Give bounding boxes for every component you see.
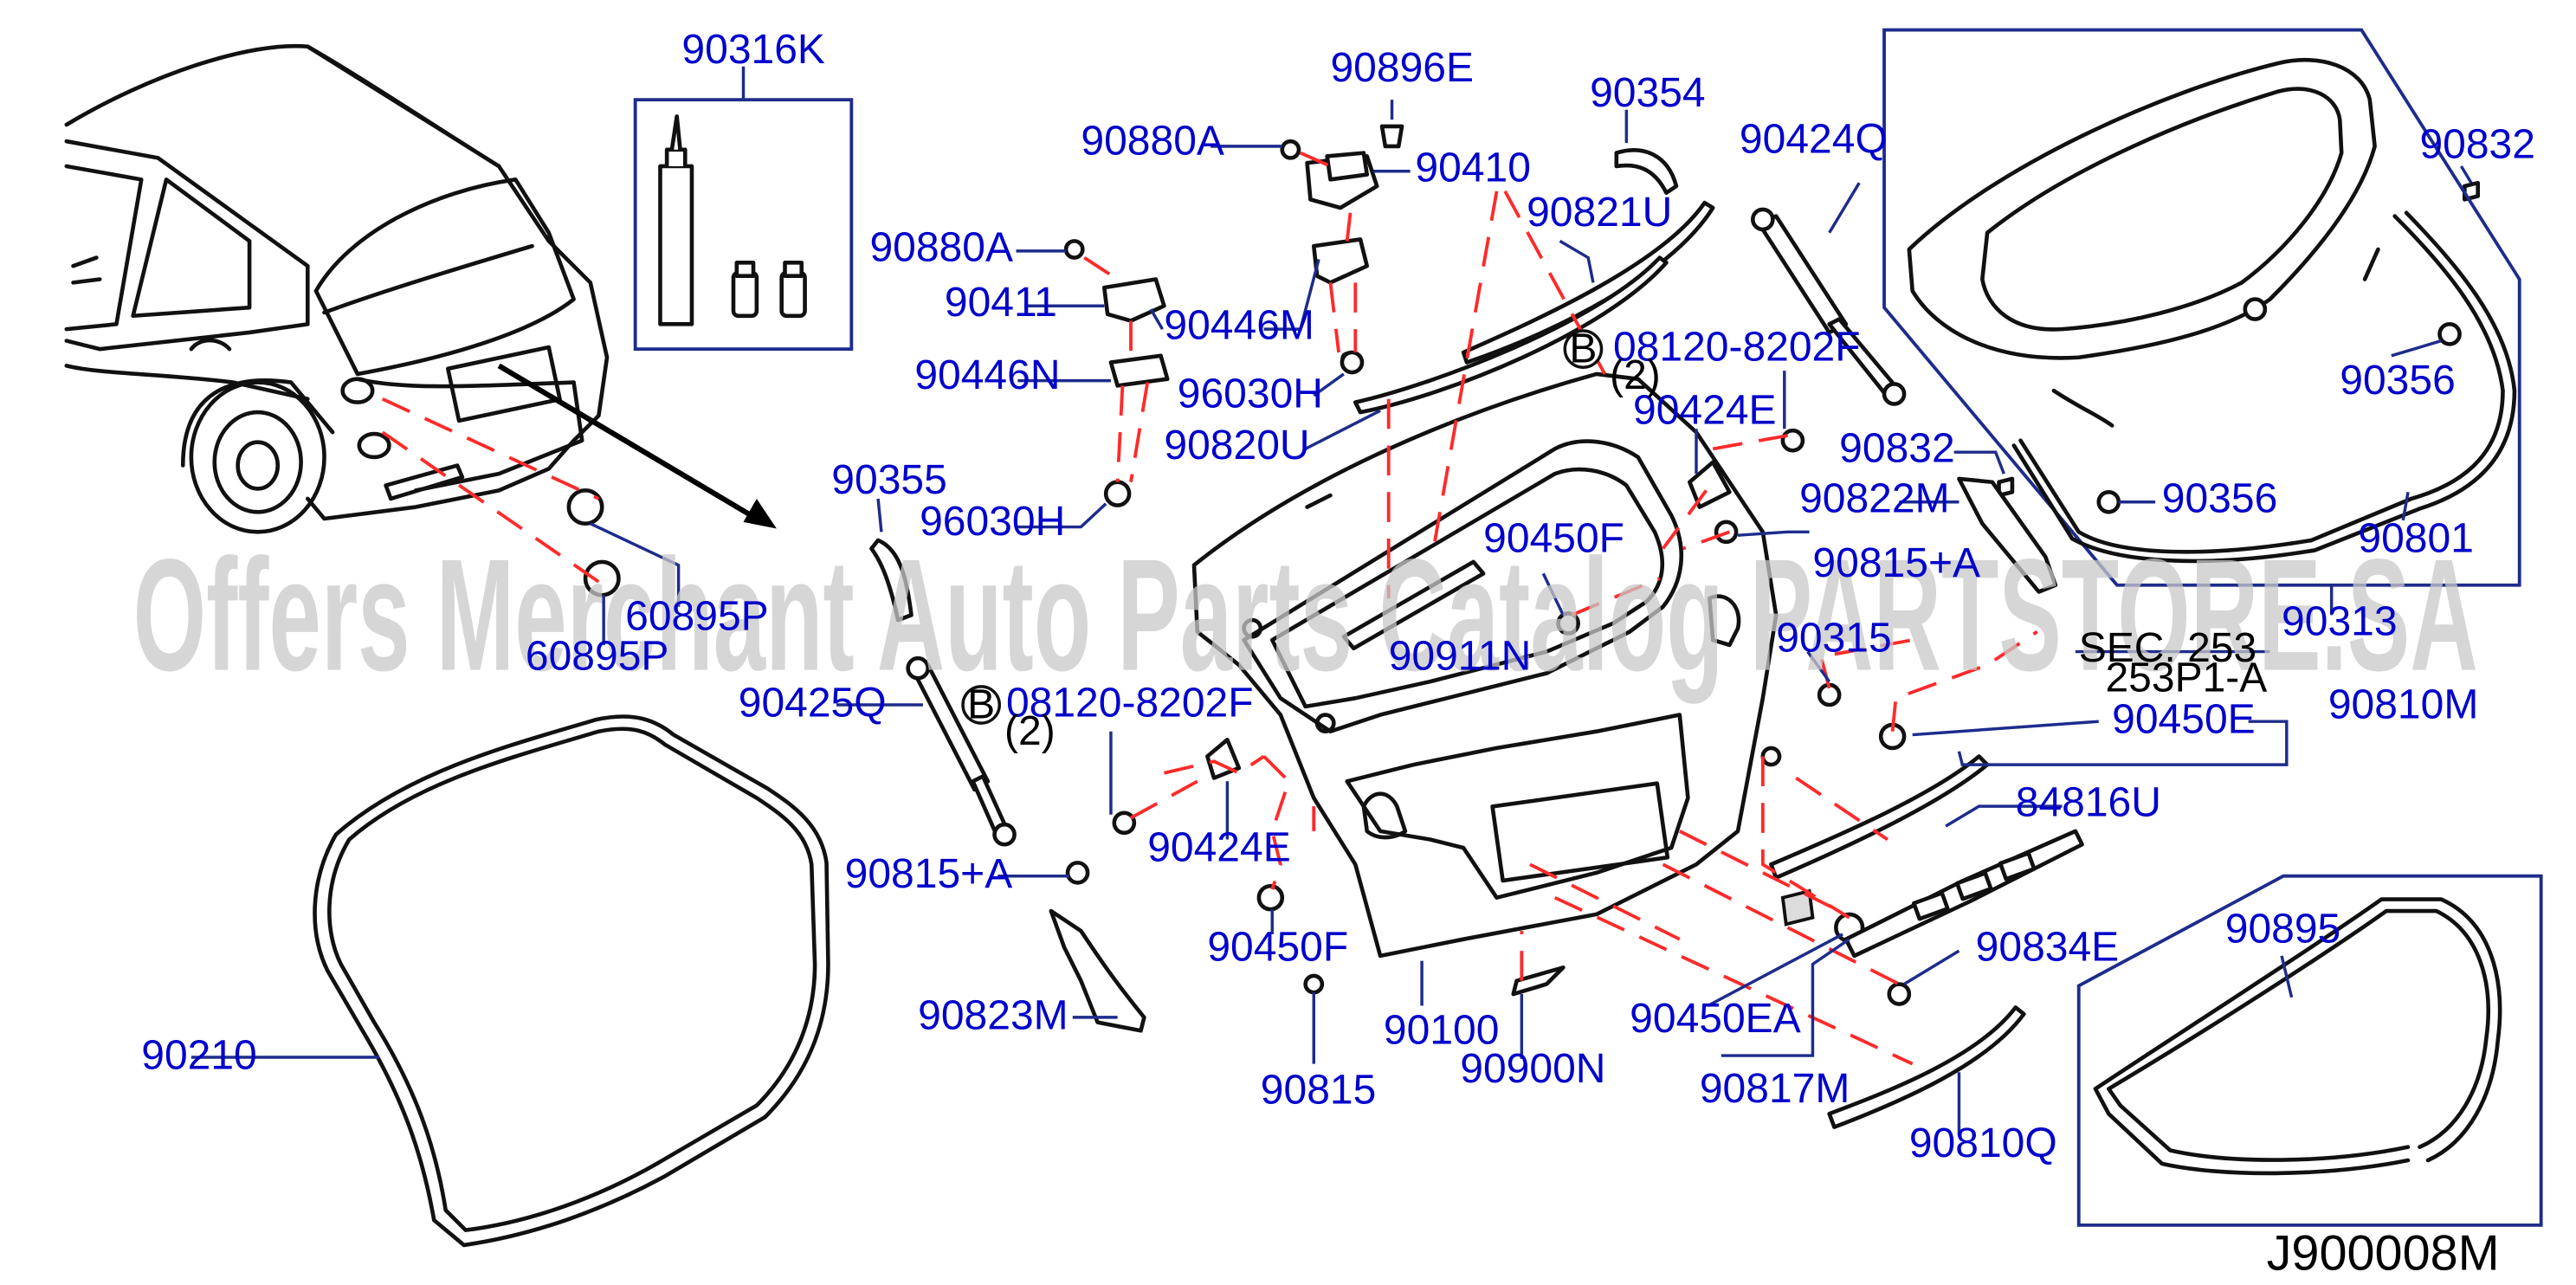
part-label-96030H-2[interactable]: 96030H <box>920 499 1065 545</box>
leader-lines <box>190 145 2473 1136</box>
part-label-90424E-1[interactable]: 90424E <box>1633 388 1777 434</box>
part-label-90424Q[interactable]: 90424Q <box>1740 117 1888 163</box>
part-label-90210[interactable]: 90210 <box>141 1032 257 1078</box>
part-label-90834E[interactable]: 90834E <box>1976 925 2120 971</box>
part-label-90450EA[interactable]: 90450EA <box>1630 996 1801 1042</box>
part-label-90354[interactable]: 90354 <box>1590 70 1706 116</box>
part-label-90880A-2[interactable]: 90880A <box>869 224 1013 270</box>
part-labels: 90316K 90896E 90354 90424Q 90832 90880A … <box>141 27 2535 1166</box>
part-label-90450E[interactable]: 90450E <box>2112 697 2256 743</box>
part-label-90424E-2[interactable]: 90424E <box>1147 824 1291 870</box>
quantity-label-2: (2) <box>1004 708 1056 754</box>
part-label-60895P-2[interactable]: 60895P <box>526 634 669 680</box>
part-label-90822M[interactable]: 90822M <box>1799 475 1950 521</box>
bolt-mark-2: B <box>961 681 1002 727</box>
back-door-panel <box>1191 371 1782 997</box>
part-label-90810M[interactable]: 90810M <box>2328 681 2479 727</box>
weatherstrip-90895-box <box>2076 874 2543 1227</box>
part-label-90446M[interactable]: 90446M <box>1164 303 1314 349</box>
hinge-parts <box>1063 100 1404 507</box>
part-label-90810Q[interactable]: 90810Q <box>1909 1120 2057 1166</box>
part-label-90450F-2[interactable]: 90450F <box>1207 925 1348 971</box>
part-label-90895[interactable]: 90895 <box>2225 907 2341 952</box>
part-label-90911N[interactable]: 90911N <box>1389 634 1532 680</box>
part-label-90823M[interactable]: 90823M <box>918 992 1068 1038</box>
spoiler-parts <box>1353 109 1715 415</box>
part-label-08120-8202F-1[interactable]: 08120-8202F <box>1613 325 1861 371</box>
part-label-90355[interactable]: 90355 <box>831 457 947 503</box>
part-label-84816U[interactable]: 84816U <box>2016 780 2161 826</box>
part-label-90815A-1[interactable]: 90815+A <box>1812 540 1980 586</box>
part-label-90411[interactable]: 90411 <box>945 280 1057 326</box>
bolt-mark-1: B <box>1563 326 1604 372</box>
part-label-90801[interactable]: 90801 <box>2358 515 2474 561</box>
part-label-90313[interactable]: 90313 <box>2282 598 2398 644</box>
part-label-90815A-2[interactable]: 90815+A <box>845 851 1013 897</box>
part-label-90815[interactable]: 90815 <box>1261 1068 1377 1114</box>
part-label-90896E[interactable]: 90896E <box>1330 45 1474 91</box>
watermark-text: Offers Merchant Auto Parts Catalog PARTS… <box>133 526 2478 705</box>
section-ref-line-2: 253P1-A <box>2105 655 2267 701</box>
direction-arrow <box>497 363 777 529</box>
part-label-90900N[interactable]: 90900N <box>1460 1046 1605 1092</box>
part-label-90832-mid[interactable]: 90832 <box>1839 426 1955 472</box>
garnish-parts <box>1049 476 2084 1129</box>
gas-struts <box>906 207 1907 847</box>
diagram-reference-code: J900008M <box>2267 1226 2500 1282</box>
part-label-90315[interactable]: 90315 <box>1776 616 1892 662</box>
bolt-mark-1-letter: B <box>1569 326 1597 372</box>
part-label-90450F-1[interactable]: 90450F <box>1483 515 1624 561</box>
weatherstrip-90210 <box>313 714 830 1248</box>
bracket-90355 <box>869 538 914 623</box>
bolt-mark-2-letter: B <box>967 681 995 727</box>
section-ref-line-1: SEC. 253 <box>2079 625 2256 671</box>
sealant-kit-box <box>633 66 854 352</box>
part-label-90316K[interactable]: 90316K <box>681 27 825 73</box>
quantity-label-1: (2) <box>1610 352 1661 398</box>
part-label-90446N[interactable]: 90446N <box>914 352 1060 398</box>
part-label-90356-1[interactable]: 90356 <box>2340 358 2456 404</box>
part-label-90425Q[interactable]: 90425Q <box>739 680 887 726</box>
part-label-96030H-1[interactable]: 96030H <box>1178 371 1323 416</box>
part-label-90817M[interactable]: 90817M <box>1700 1066 1850 1112</box>
part-label-90832-top[interactable]: 90832 <box>2419 121 2535 167</box>
part-label-90356-2[interactable]: 90356 <box>2162 475 2278 521</box>
section-reference[interactable]: SEC. 253 253P1-A <box>2079 625 2268 701</box>
part-label-90410[interactable]: 90410 <box>1415 145 1531 190</box>
part-label-90100[interactable]: 90100 <box>1384 1008 1500 1054</box>
part-label-90821U[interactable]: 90821U <box>1527 190 1672 236</box>
part-label-60895P-1[interactable]: 60895P <box>625 594 769 640</box>
vehicle-illustration <box>64 43 610 534</box>
part-label-90820U[interactable]: 90820U <box>1164 423 1309 468</box>
part-label-90880A-1[interactable]: 90880A <box>1081 119 1224 165</box>
part-label-08120-8202F-2[interactable]: 08120-8202F <box>1006 680 1254 726</box>
